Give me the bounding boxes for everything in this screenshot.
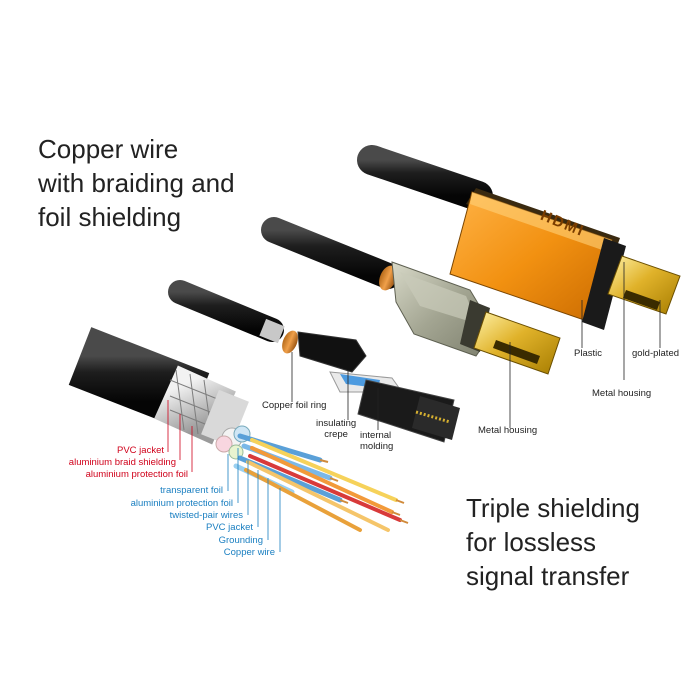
label-pvc-jacket-inner: PVC jacket	[206, 522, 253, 533]
label-insulating-crepe: insulating crepe	[316, 418, 356, 440]
label-gold-plated: gold-plated	[632, 348, 680, 359]
label-metal-housing-right: Metal housing	[592, 388, 652, 399]
hdmi-cable-orange	[357, 145, 681, 330]
label-internal-molding: internal molding	[360, 430, 393, 452]
label-pvc-jacket-outer: PVC jacket	[117, 445, 164, 456]
label-metal-housing-middle: Metal housing	[478, 425, 538, 436]
insulating-crepe	[297, 331, 367, 373]
headline-copper-wire: Copper wire with braiding and foil shiel…	[38, 132, 235, 234]
headline-line: foil shielding	[38, 202, 182, 232]
label-copper-foil-ring: Copper foil ring	[262, 400, 327, 411]
leader-lines-black	[291, 262, 661, 430]
label-line: insulating	[316, 418, 357, 429]
leader-lines-red	[167, 400, 193, 472]
label-aluminium-braid-shielding: aluminium braid shielding	[68, 457, 176, 468]
headline-line: signal transfer	[466, 561, 630, 591]
stripped-cable	[68, 327, 409, 532]
headline-line: with braiding and	[38, 168, 235, 198]
label-transparent-foil: transparent foil	[160, 485, 223, 496]
leader-lines-blue	[227, 448, 281, 552]
headline-line: Triple shielding	[466, 493, 640, 523]
label-line: internal	[360, 430, 392, 441]
label-grounding: Grounding	[218, 535, 263, 546]
gold-plated-plug-right	[607, 255, 681, 315]
hdmi-cable-silver	[261, 217, 561, 375]
label-plastic: Plastic	[574, 348, 602, 359]
headline-line: Copper wire	[38, 134, 179, 164]
headline-triple-shielding: Triple shielding for lossless signal tra…	[466, 491, 640, 593]
label-twisted-pair-wires: twisted-pair wires	[169, 510, 243, 521]
gold-plated-plug-middle	[473, 311, 561, 375]
headline-line: for lossless	[466, 527, 597, 557]
label-aluminium-protection-foil-inner: aluminium protection foil	[130, 498, 233, 509]
label-copper-wire: Copper wire	[223, 547, 275, 558]
label-aluminium-protection-foil-outer: aluminium protection foil	[85, 469, 188, 480]
label-line: crepe	[324, 429, 348, 440]
label-line: molding	[360, 441, 394, 452]
